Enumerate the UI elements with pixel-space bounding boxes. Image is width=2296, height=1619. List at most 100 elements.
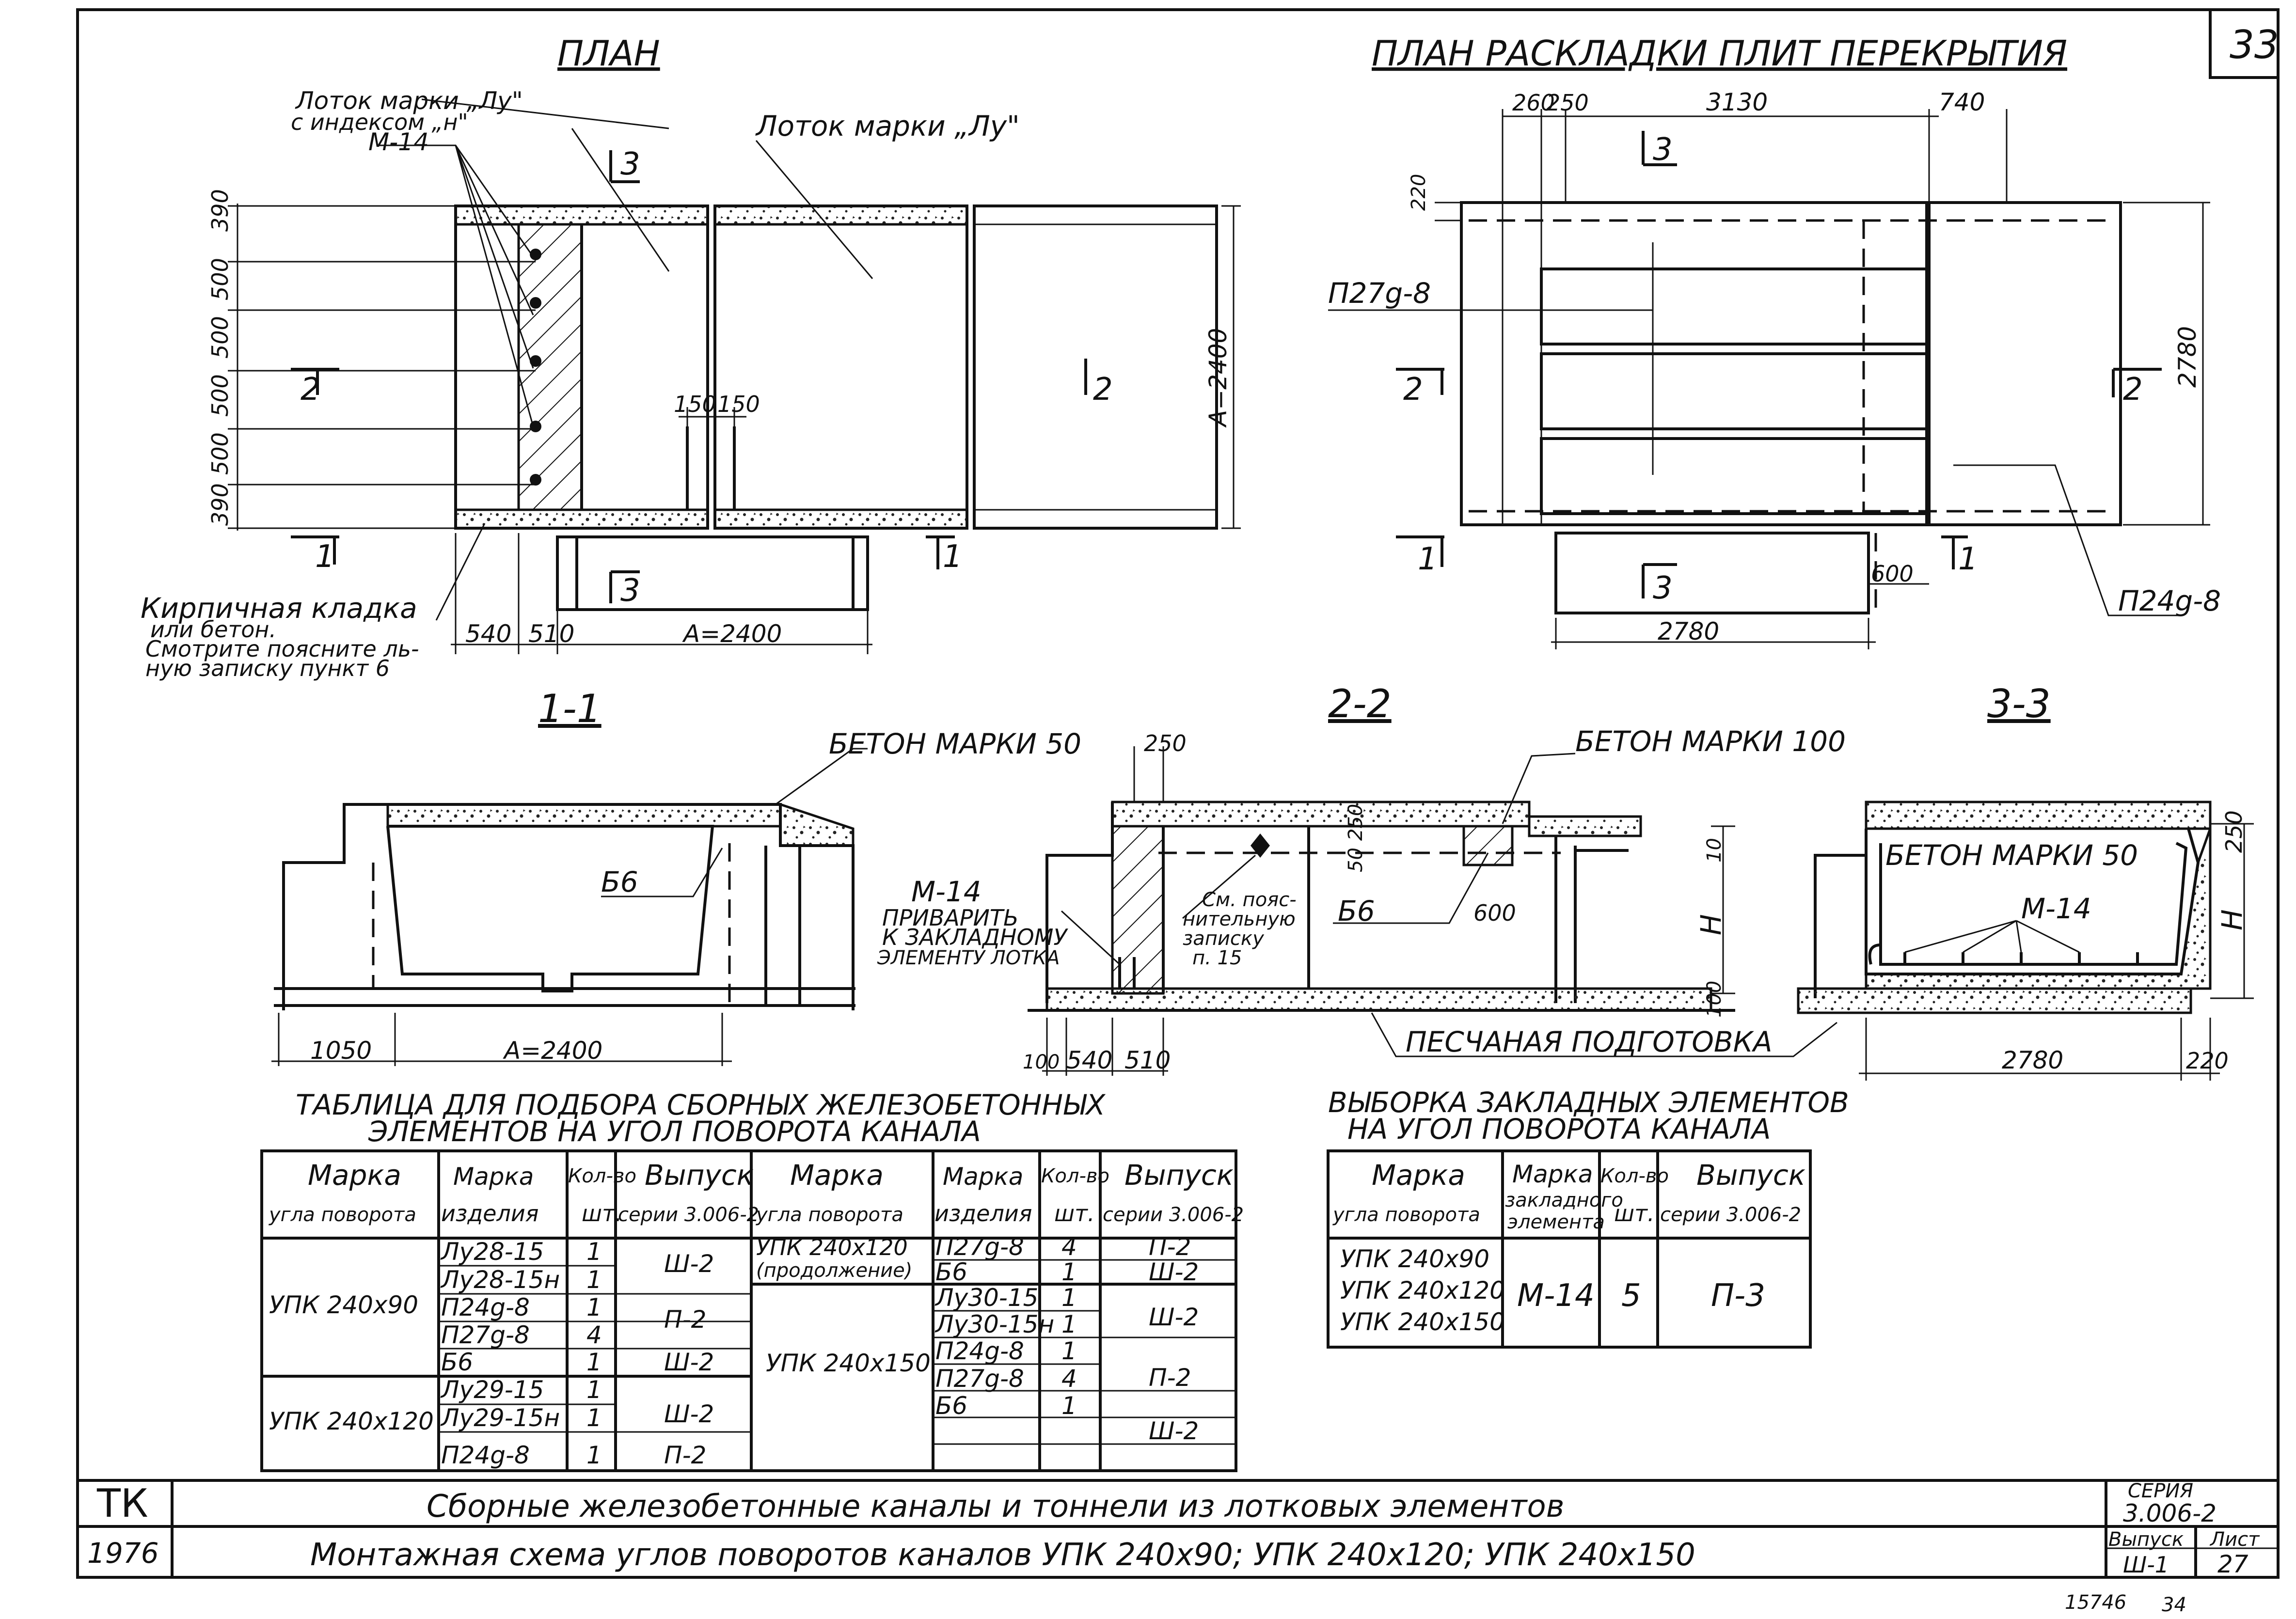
- plan-dim-540: 540: [465, 620, 511, 648]
- table-row-issue: П-2: [1149, 1364, 1191, 1392]
- year: 1976: [87, 1537, 159, 1570]
- plan-label-brick-1: Кирпичная кладка: [141, 592, 417, 625]
- table1-h2-b: изделия: [441, 1200, 538, 1226]
- table2-corner-1: УПК 240х90: [1340, 1245, 1489, 1273]
- table-embedded-grid: [1327, 1149, 1812, 1349]
- table-row-issue: П-2: [664, 1441, 706, 1469]
- layout-dim-3130: 3130: [1706, 88, 1768, 116]
- section-2-2-note-3: записку: [1183, 927, 1265, 950]
- plan-label-lu-h-2: с индексом „н": [291, 109, 468, 135]
- section-2-2-note-2: нительную: [1183, 908, 1296, 930]
- table-row-qty: 1: [586, 1404, 602, 1432]
- section-2-2-title: 2-2: [1328, 681, 1392, 726]
- layout-dim-600: 600: [1871, 561, 1914, 587]
- table2-header: Марка угла поворота Марка закладного эле…: [1332, 1159, 1805, 1233]
- plan-sec-1-left: 1: [315, 539, 335, 575]
- section-3-3-title: 3-3: [1987, 681, 2051, 726]
- table2-h3-a: Кол-во: [1600, 1165, 1669, 1187]
- layout-sec-3-top: 3: [1653, 132, 1673, 168]
- plan-dim-a2400-h: А=2400: [682, 620, 782, 648]
- section-1-1-b6: Б6: [601, 865, 638, 898]
- layout-sec-3-bottom: 3: [1653, 570, 1673, 606]
- layout-dim-250: 250: [1546, 90, 1589, 116]
- table-row-item: Лу28-15: [440, 1238, 544, 1266]
- plan-sec-3-bottom: 3: [620, 573, 640, 609]
- table2-h2-c: элемента: [1507, 1211, 1605, 1233]
- table2-h1-a: Марка: [1372, 1159, 1465, 1192]
- plan-label-lu: Лоток марки „Лу": [755, 110, 1020, 142]
- bottom-stamp: 15746: [2065, 1591, 2126, 1614]
- table-row-item: Б6: [935, 1392, 967, 1420]
- section-2-2-dim-250b: 250: [1345, 804, 1367, 841]
- table2-corner-2: УПК 240х120: [1340, 1276, 1505, 1305]
- table-row-item: Б6: [935, 1258, 967, 1286]
- table1-h8-b: серии 3.006-2: [1103, 1204, 1244, 1226]
- table2-h2-b: закладного: [1505, 1189, 1623, 1211]
- table1-h2-a: Марка: [453, 1163, 534, 1191]
- table1-h4-b: серии 3.006-2: [618, 1204, 759, 1226]
- issue-value: Ш-1: [2123, 1552, 2169, 1578]
- title-line-2: Монтажная схема углов поворотов каналов …: [310, 1537, 1695, 1573]
- plan-dim-500d: 500: [207, 432, 233, 475]
- series-value: 3.006-2: [2123, 1499, 2217, 1527]
- table-row-qty: 1: [586, 1266, 602, 1294]
- layout-dim-2780-v: 2780: [2173, 326, 2201, 388]
- section-2-2-dim-250: 250: [1144, 730, 1187, 756]
- plan-label-m14: М-14: [368, 128, 429, 156]
- plan-dim-500b: 500: [207, 316, 233, 359]
- table1-title-1: ТАБЛИЦА ДЛЯ ПОДБОРА СБОРНЫХ ЖЕЛЕЗОБЕТОНН…: [296, 1088, 1106, 1121]
- layout-plan-title: ПЛАН РАСКЛАДКИ ПЛИТ ПЕРЕКРЫТИЯ: [1372, 33, 2067, 74]
- sheet-number: 33: [2230, 22, 2279, 67]
- table-row-issue: Ш-2: [1149, 1258, 1199, 1286]
- table-row-qty: 1: [586, 1293, 602, 1321]
- table-row-item: Лу28-15н: [440, 1266, 560, 1294]
- table2-issue: П-3: [1711, 1278, 1765, 1314]
- section-2-2-dim-100v: 100: [1703, 981, 1726, 1018]
- section-2-2-m14: М-14: [911, 875, 982, 908]
- plan-sec-2-left: 2: [301, 372, 320, 408]
- table2-corner-3: УПК 240х150: [1340, 1308, 1505, 1336]
- plan-dim-150b: 150: [717, 391, 760, 417]
- layout-label-p27: П27g-8: [1328, 277, 1431, 310]
- plan-dim-390b: 390: [207, 483, 233, 526]
- plan-label-brick-3: Смотрите поясните ль-: [145, 636, 419, 662]
- layout-sec-1-right: 1: [1958, 541, 1978, 577]
- table-row-issue: Ш-2: [664, 1250, 714, 1278]
- table-row-qty: 4: [1061, 1365, 1077, 1393]
- table-row-issue: П-2: [1149, 1233, 1191, 1261]
- section-2-2-sand: ПЕСЧАНАЯ ПОДГОТОВКА: [1406, 1025, 1773, 1058]
- table-row-qty: 1: [1061, 1258, 1077, 1286]
- section-2-2-b6: Б6: [1338, 895, 1375, 927]
- layout-label-p24: П24g-8: [2118, 584, 2221, 617]
- table1-header: Марка угла поворота Марка изделия Кол-во…: [269, 1159, 1244, 1226]
- table2-qty: 5: [1621, 1278, 1641, 1314]
- table-row-qty: 4: [1061, 1233, 1077, 1261]
- table2-element: М-14: [1517, 1278, 1595, 1314]
- section-1-1: [271, 748, 868, 1066]
- table-row-item: П27g-8: [935, 1365, 1024, 1393]
- layout-dim-2780-h: 2780: [1658, 617, 1719, 645]
- title-block-grid: [78, 1479, 2278, 1577]
- slab-layout-plan: [1328, 109, 2210, 649]
- section-3-3-dim-220: 220: [2186, 1048, 2229, 1074]
- table-row-issue: Ш-2: [664, 1348, 714, 1376]
- section-2-2-note-1: См. пояс-: [1202, 889, 1297, 911]
- section-3-3-dim-h: Н: [2216, 909, 2248, 930]
- table2-h4-b: серии 3.006-2: [1660, 1204, 1801, 1226]
- table-row-item: П27g-8: [441, 1321, 530, 1349]
- layout-sec-1-left: 1: [1418, 541, 1438, 577]
- section-2-2-dim-510: 510: [1124, 1046, 1171, 1074]
- table-row-item: Лу30-15н: [934, 1310, 1054, 1338]
- table-row-qty: 1: [586, 1441, 602, 1469]
- table-row-item: П24g-8: [441, 1293, 530, 1321]
- table-row-item: Лу30-15: [934, 1284, 1038, 1312]
- table-row-issue: Ш-2: [1149, 1303, 1199, 1331]
- table2-h1-b: угла поворота: [1332, 1204, 1480, 1226]
- sheet-frame: [76, 8, 2280, 1579]
- layout-dim-740: 740: [1939, 88, 1985, 116]
- table1-h7-b: шт.: [1054, 1200, 1095, 1226]
- section-2-2-dim-10: 10: [1703, 838, 1726, 863]
- table-row-item: П27g-8: [935, 1233, 1024, 1261]
- plan-dim-390a: 390: [207, 189, 233, 232]
